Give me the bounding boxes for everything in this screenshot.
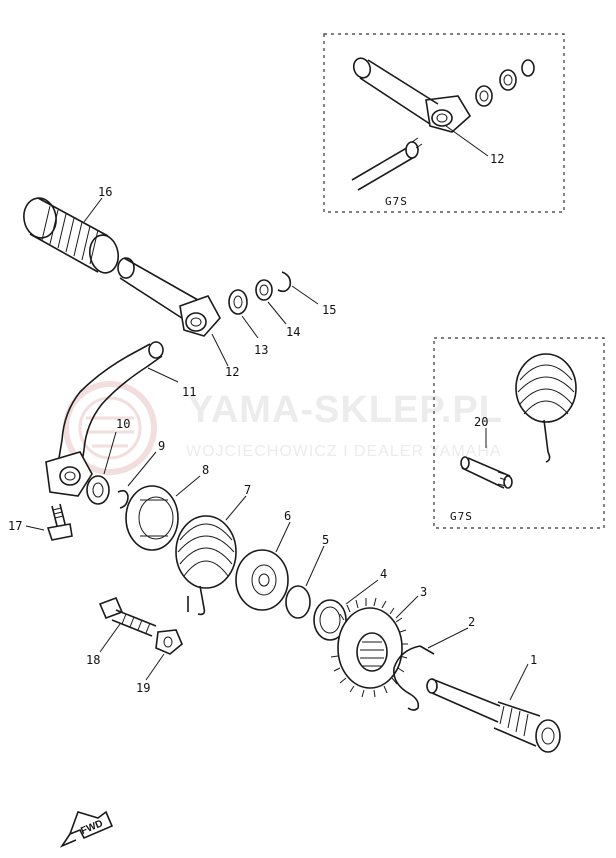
inset-top-caption: G7S [385,195,408,208]
part-9-circlip [117,489,129,509]
label-part-12: 12 [225,365,239,379]
label-part-18: 18 [86,653,100,667]
watermark: YAMA-SKLEP.PL WOJCIECHOWICZ I DEALER YAM… [63,381,503,475]
watermark-tagline: WOJCIECHOWICZ I DEALER YAMAHA [186,443,502,460]
part-10-oil-seal [86,475,110,505]
label-part-7: 7 [244,483,251,497]
part-14-washer [255,279,273,301]
part-18-bolt [98,596,157,637]
label-part-9: 9 [158,439,165,453]
label-part-6: 6 [284,509,291,523]
part-6-stopper [235,549,289,611]
label-part-13: 13 [254,343,268,357]
inset-right-pin [460,456,513,489]
part-1-kick-axle [426,678,561,753]
part-11-kick-crank [45,341,164,497]
label-part-20: 20 [474,415,488,429]
inset-top-lower-shaft [351,137,423,191]
fwd-arrow-icon: FWD [59,810,114,848]
label-part-15: 15 [322,303,336,317]
part-12-kick-lever-shaft [117,257,221,337]
label-part-4: 4 [380,567,387,581]
inset-top-shaft [352,57,472,133]
label-part-2: 2 [468,615,475,629]
label-part-19: 19 [136,681,150,695]
part-5-circlip [285,585,311,619]
label-part-8: 8 [202,463,209,477]
part-19-nut [155,629,183,655]
label-part-14: 14 [286,325,300,339]
inset-right-spring [515,353,577,463]
label-part-5: 5 [322,533,329,547]
label-part-16: 16 [98,185,112,199]
label-part-17: 17 [8,519,22,533]
part-16-kick-grip [23,197,119,274]
inset-right-caption: G7S [450,510,473,523]
label-part-3: 3 [420,585,427,599]
part-7-torsion-spring [175,515,237,616]
watermark-logo-icon [63,381,157,475]
part-15-circlip [277,271,292,293]
inset-top-washers [475,59,535,107]
inset-box-right: 20 G7S [433,337,605,529]
label-part-10: 10 [116,417,130,431]
part-8-spring-guide [125,485,179,551]
label-part-12-inset: 12 [490,152,504,166]
label-part-1: 1 [530,653,537,667]
part-4-washer [313,599,347,641]
inset-box-top: 12 G7S [323,33,565,213]
part-17-bolt [46,503,73,541]
part-13-bushing [228,289,248,315]
part-2-clip [393,645,435,711]
part-3-kick-gear [330,597,408,698]
watermark-brand: YAMA-SKLEP.PL [188,389,503,431]
label-part-11: 11 [182,385,196,399]
